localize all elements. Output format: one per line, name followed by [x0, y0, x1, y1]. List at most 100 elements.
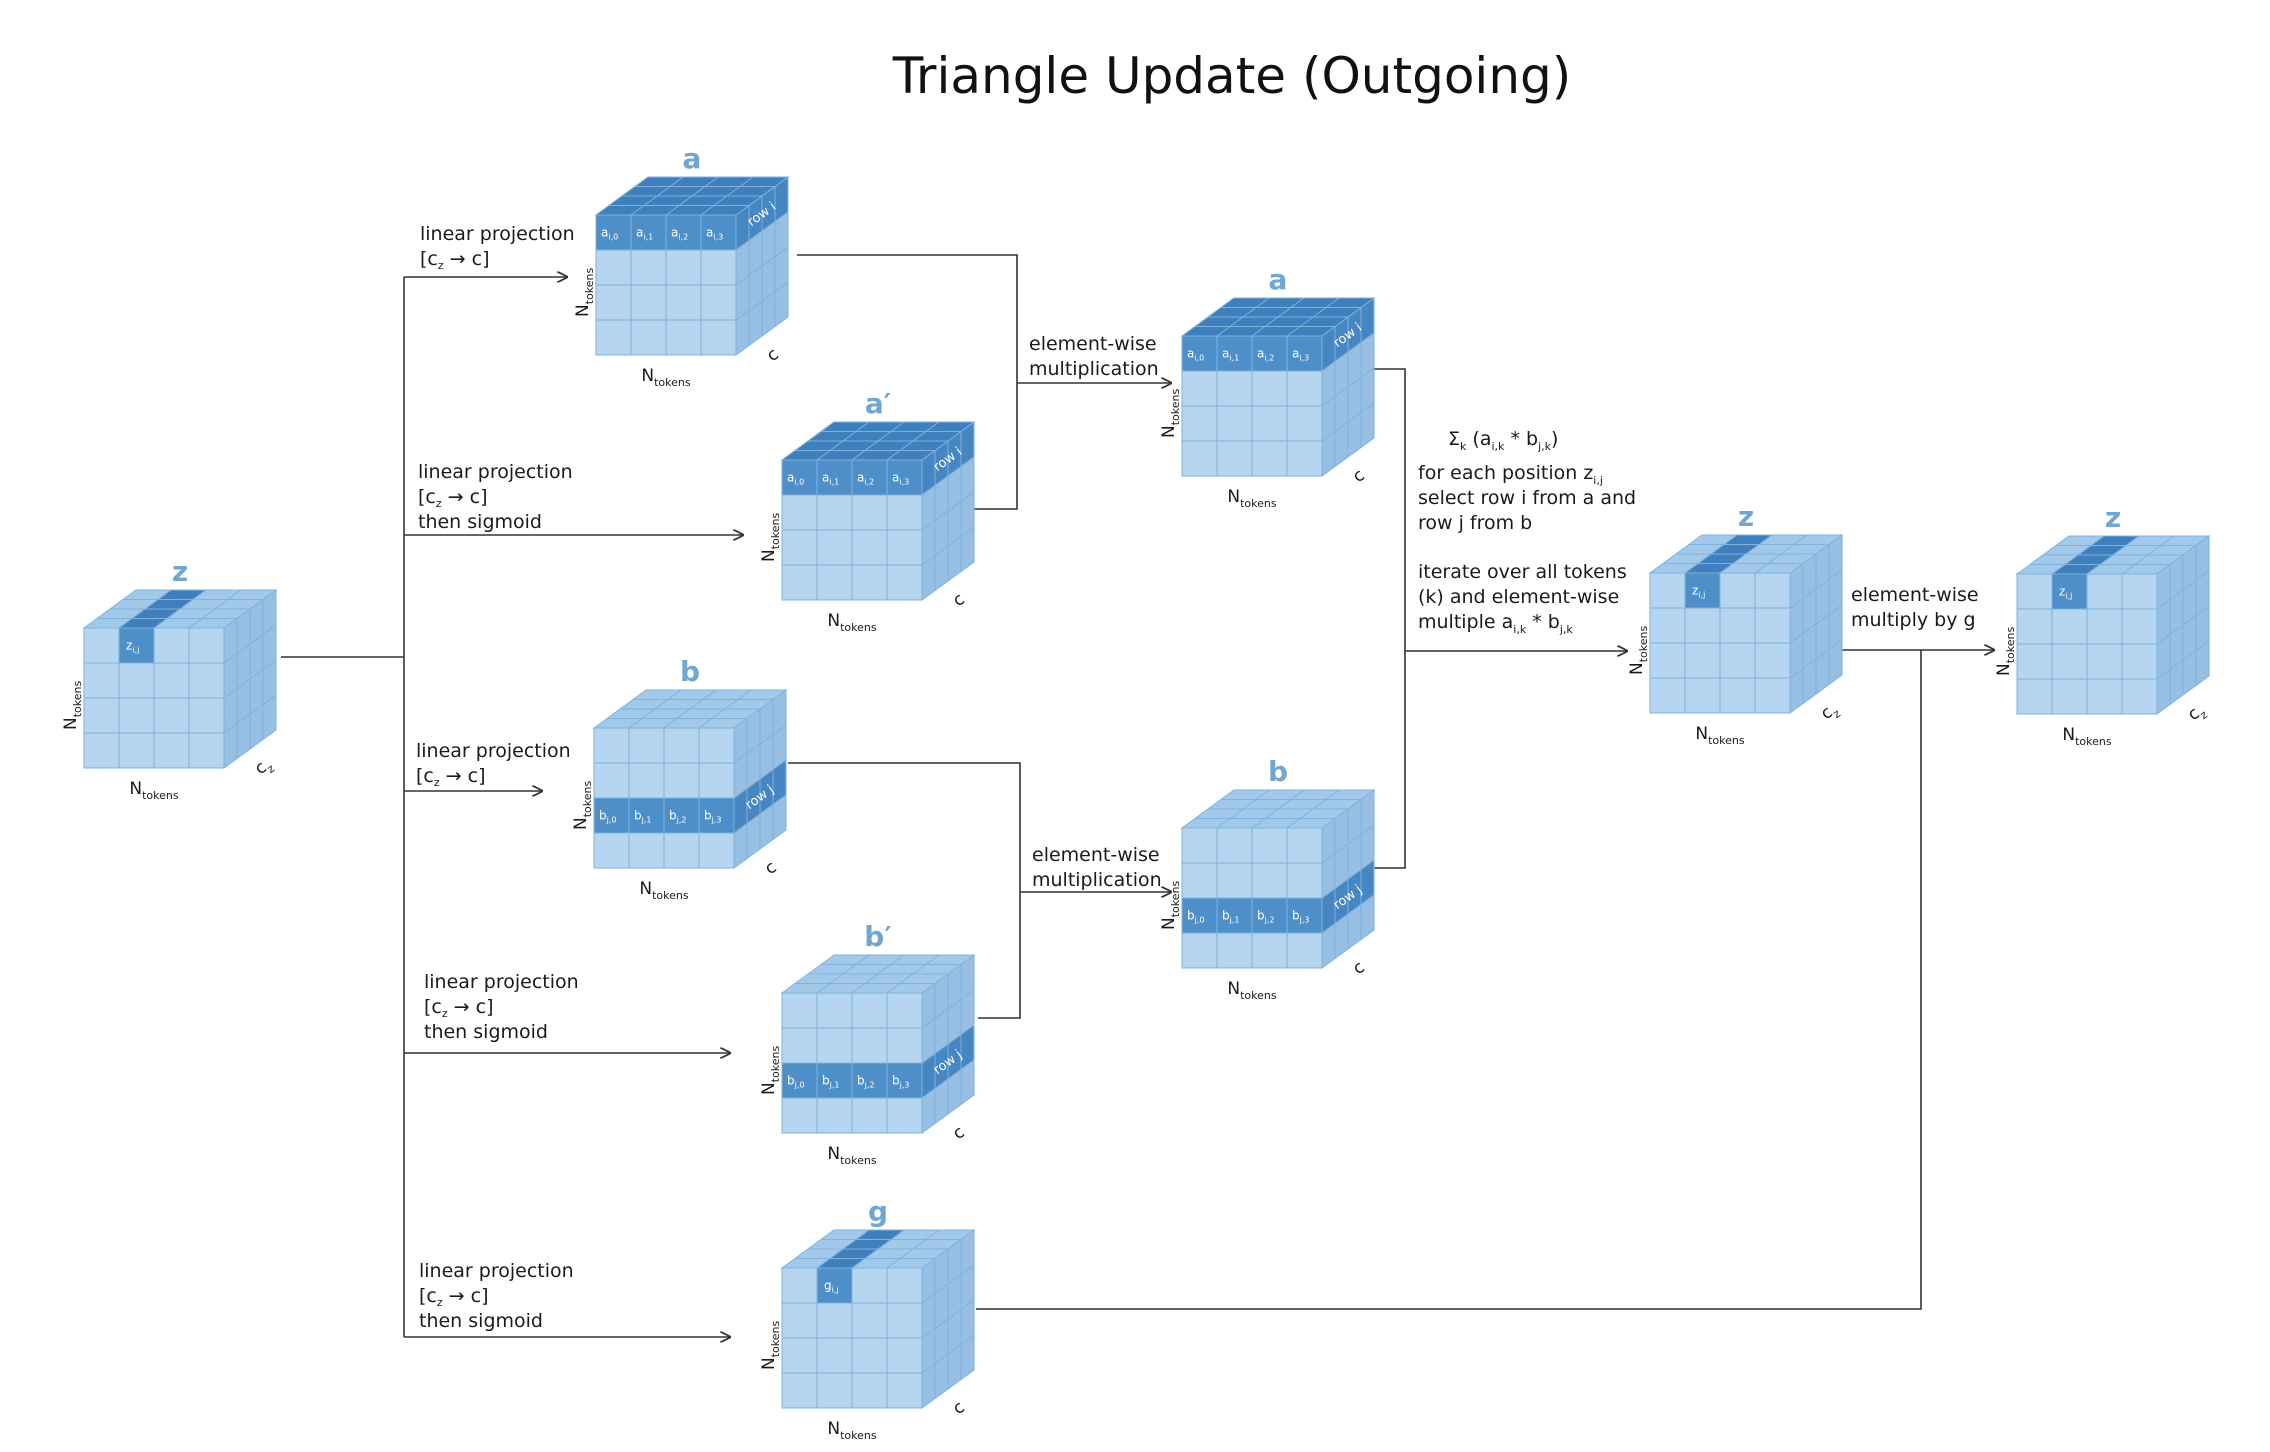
axis-label-rows: Ntokens [1159, 389, 1182, 438]
axis-label-cols: Ntokens [2062, 725, 2111, 748]
sum-merge-wire [1367, 368, 1406, 869]
grid-line [2156, 605, 2210, 645]
cell-label: ai,2 [671, 226, 688, 242]
sum-line3: row j from b [1418, 512, 1532, 534]
cube-label: a [683, 142, 702, 175]
proj-b-prime-line1: linear projection [424, 971, 579, 993]
cell-label: zi,j [2059, 585, 2072, 601]
sum-line1: for each position zi,j [1418, 462, 1603, 487]
cube-label: a [1269, 263, 1288, 296]
axis-label-cols: Ntokens [827, 1419, 876, 1442]
grid-line [886, 1229, 940, 1269]
grid-line [223, 694, 277, 734]
sum-line5: (k) and element-wise [1418, 586, 1619, 608]
grid-line [921, 1299, 975, 1339]
cell-label: bj,1 [634, 809, 651, 825]
proj-a-line2: [cz → c] [420, 248, 490, 272]
grid-line [886, 954, 940, 994]
cube-label: b [680, 655, 700, 688]
axis-label-rows: Ntokens [1159, 881, 1182, 930]
cell-label: bj,2 [857, 1074, 874, 1090]
grid-line [921, 1059, 975, 1099]
axis-label-depth: c [949, 589, 968, 611]
grid-line [921, 491, 975, 531]
cell-label: gi,j [824, 1279, 839, 1295]
axis-label-cols: Ntokens [1695, 724, 1744, 747]
axis-label-rows: Ntokens [759, 1321, 782, 1370]
gate-line1: element-wise [1851, 584, 1979, 606]
axis-label-rows: Ntokens [571, 781, 594, 830]
cell-label: bj,3 [1292, 909, 1309, 925]
merge-a-wire [797, 254, 1018, 510]
mul-b-line1: element-wise [1032, 844, 1160, 866]
grid-line [886, 421, 940, 461]
gate-line2: multiply by g [1851, 609, 1976, 631]
axis-label-rows: Ntokens [759, 1046, 782, 1095]
grid-line [1754, 534, 1808, 574]
cell-label: bj,2 [669, 809, 686, 825]
axis-label-depth: c [763, 344, 782, 366]
mul-a-line1: element-wise [1029, 333, 1157, 355]
cube-label: b [1268, 755, 1288, 788]
proj-b-prime-line3: then sigmoid [424, 1021, 548, 1043]
grid-line [188, 589, 242, 629]
cell-label: bj,3 [704, 809, 721, 825]
grid-line [1321, 367, 1375, 407]
merge-b-wire [788, 762, 1021, 1019]
cell-label: ai,3 [1292, 347, 1309, 363]
axis-label-rows: Ntokens [61, 681, 84, 730]
grid-line [223, 659, 277, 699]
axis-label-cols: Ntokens [129, 779, 178, 802]
grid-line [735, 281, 789, 321]
sum-note: Σk (ai,k * bj,k) for each position zi,j … [1418, 428, 1636, 636]
grid-line [921, 1334, 975, 1374]
cube-label: b′ [864, 920, 891, 953]
grid-line [1321, 859, 1375, 899]
cell-label: bj,2 [1257, 909, 1274, 925]
mul-b-line2: multiplication [1032, 869, 1162, 891]
cube-label: g [868, 1195, 888, 1228]
cell-label: ai,2 [857, 471, 874, 487]
axis-label-depth: c [949, 1122, 968, 1144]
sum-line6: multiple ai,k * bj,k [1418, 611, 1573, 636]
grid-line [1789, 604, 1843, 644]
cube-label: z [1738, 500, 1754, 533]
cell-label: ai,2 [1257, 347, 1274, 363]
axis-label-depth: c [761, 857, 780, 879]
grid-line [1321, 894, 1375, 934]
axis-label-rows: Ntokens [1627, 626, 1650, 675]
cell-label: bj,0 [787, 1074, 804, 1090]
axis-label-depth: c [949, 1397, 968, 1419]
cell-label: ai,1 [822, 471, 839, 487]
grid-line [1789, 639, 1843, 679]
sum-line2: select row i from a and [1418, 487, 1636, 509]
connectors [281, 254, 1994, 1337]
grid-line [921, 526, 975, 566]
cell-label: ai,3 [706, 226, 723, 242]
proj-g-line3: then sigmoid [419, 1310, 543, 1332]
axis-label-rows: Ntokens [759, 513, 782, 562]
proj-b-prime-line2: [cz → c] [424, 996, 494, 1020]
cell-label: zi,j [1692, 584, 1705, 600]
cell-label: ai,0 [1187, 347, 1204, 363]
axis-label-rows: Ntokens [1994, 627, 2017, 676]
axis-label-depth: cz [2184, 700, 2210, 728]
grid-line [700, 176, 754, 216]
sum-line4: iterate over all tokens [1418, 561, 1627, 583]
axis-label-cols: Ntokens [639, 879, 688, 902]
grid-line [1286, 789, 1340, 829]
proj-a-prime-line3: then sigmoid [418, 511, 542, 533]
cell-label: bj,1 [822, 1074, 839, 1090]
grid-line [1286, 297, 1340, 337]
grid-line [698, 689, 752, 729]
